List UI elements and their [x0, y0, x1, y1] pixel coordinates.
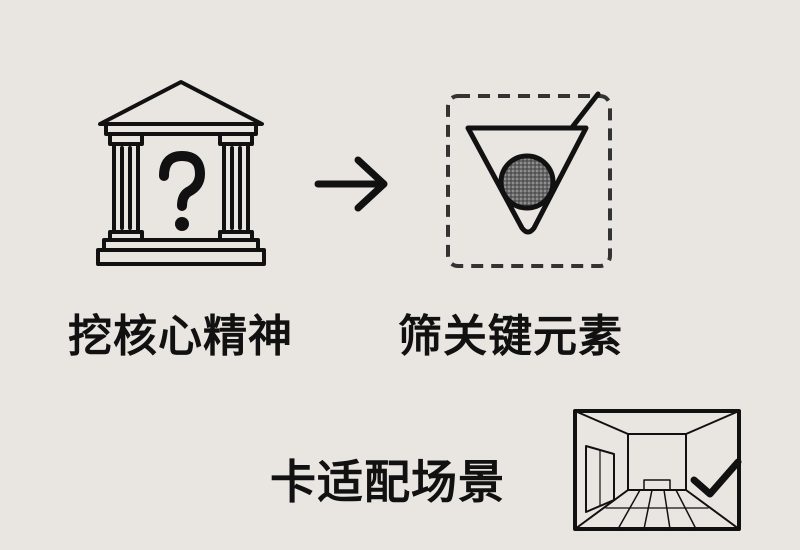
temple-question-icon — [96, 80, 266, 266]
arrow-right-icon — [314, 156, 388, 212]
step3-label: 卡适配场景 — [270, 455, 505, 509]
funnel-filter-icon — [446, 91, 612, 268]
step2-label: 筛关键元素 — [398, 311, 623, 362]
room-check-icon — [573, 409, 742, 531]
step1-label: 挖核心精神 — [68, 311, 293, 362]
